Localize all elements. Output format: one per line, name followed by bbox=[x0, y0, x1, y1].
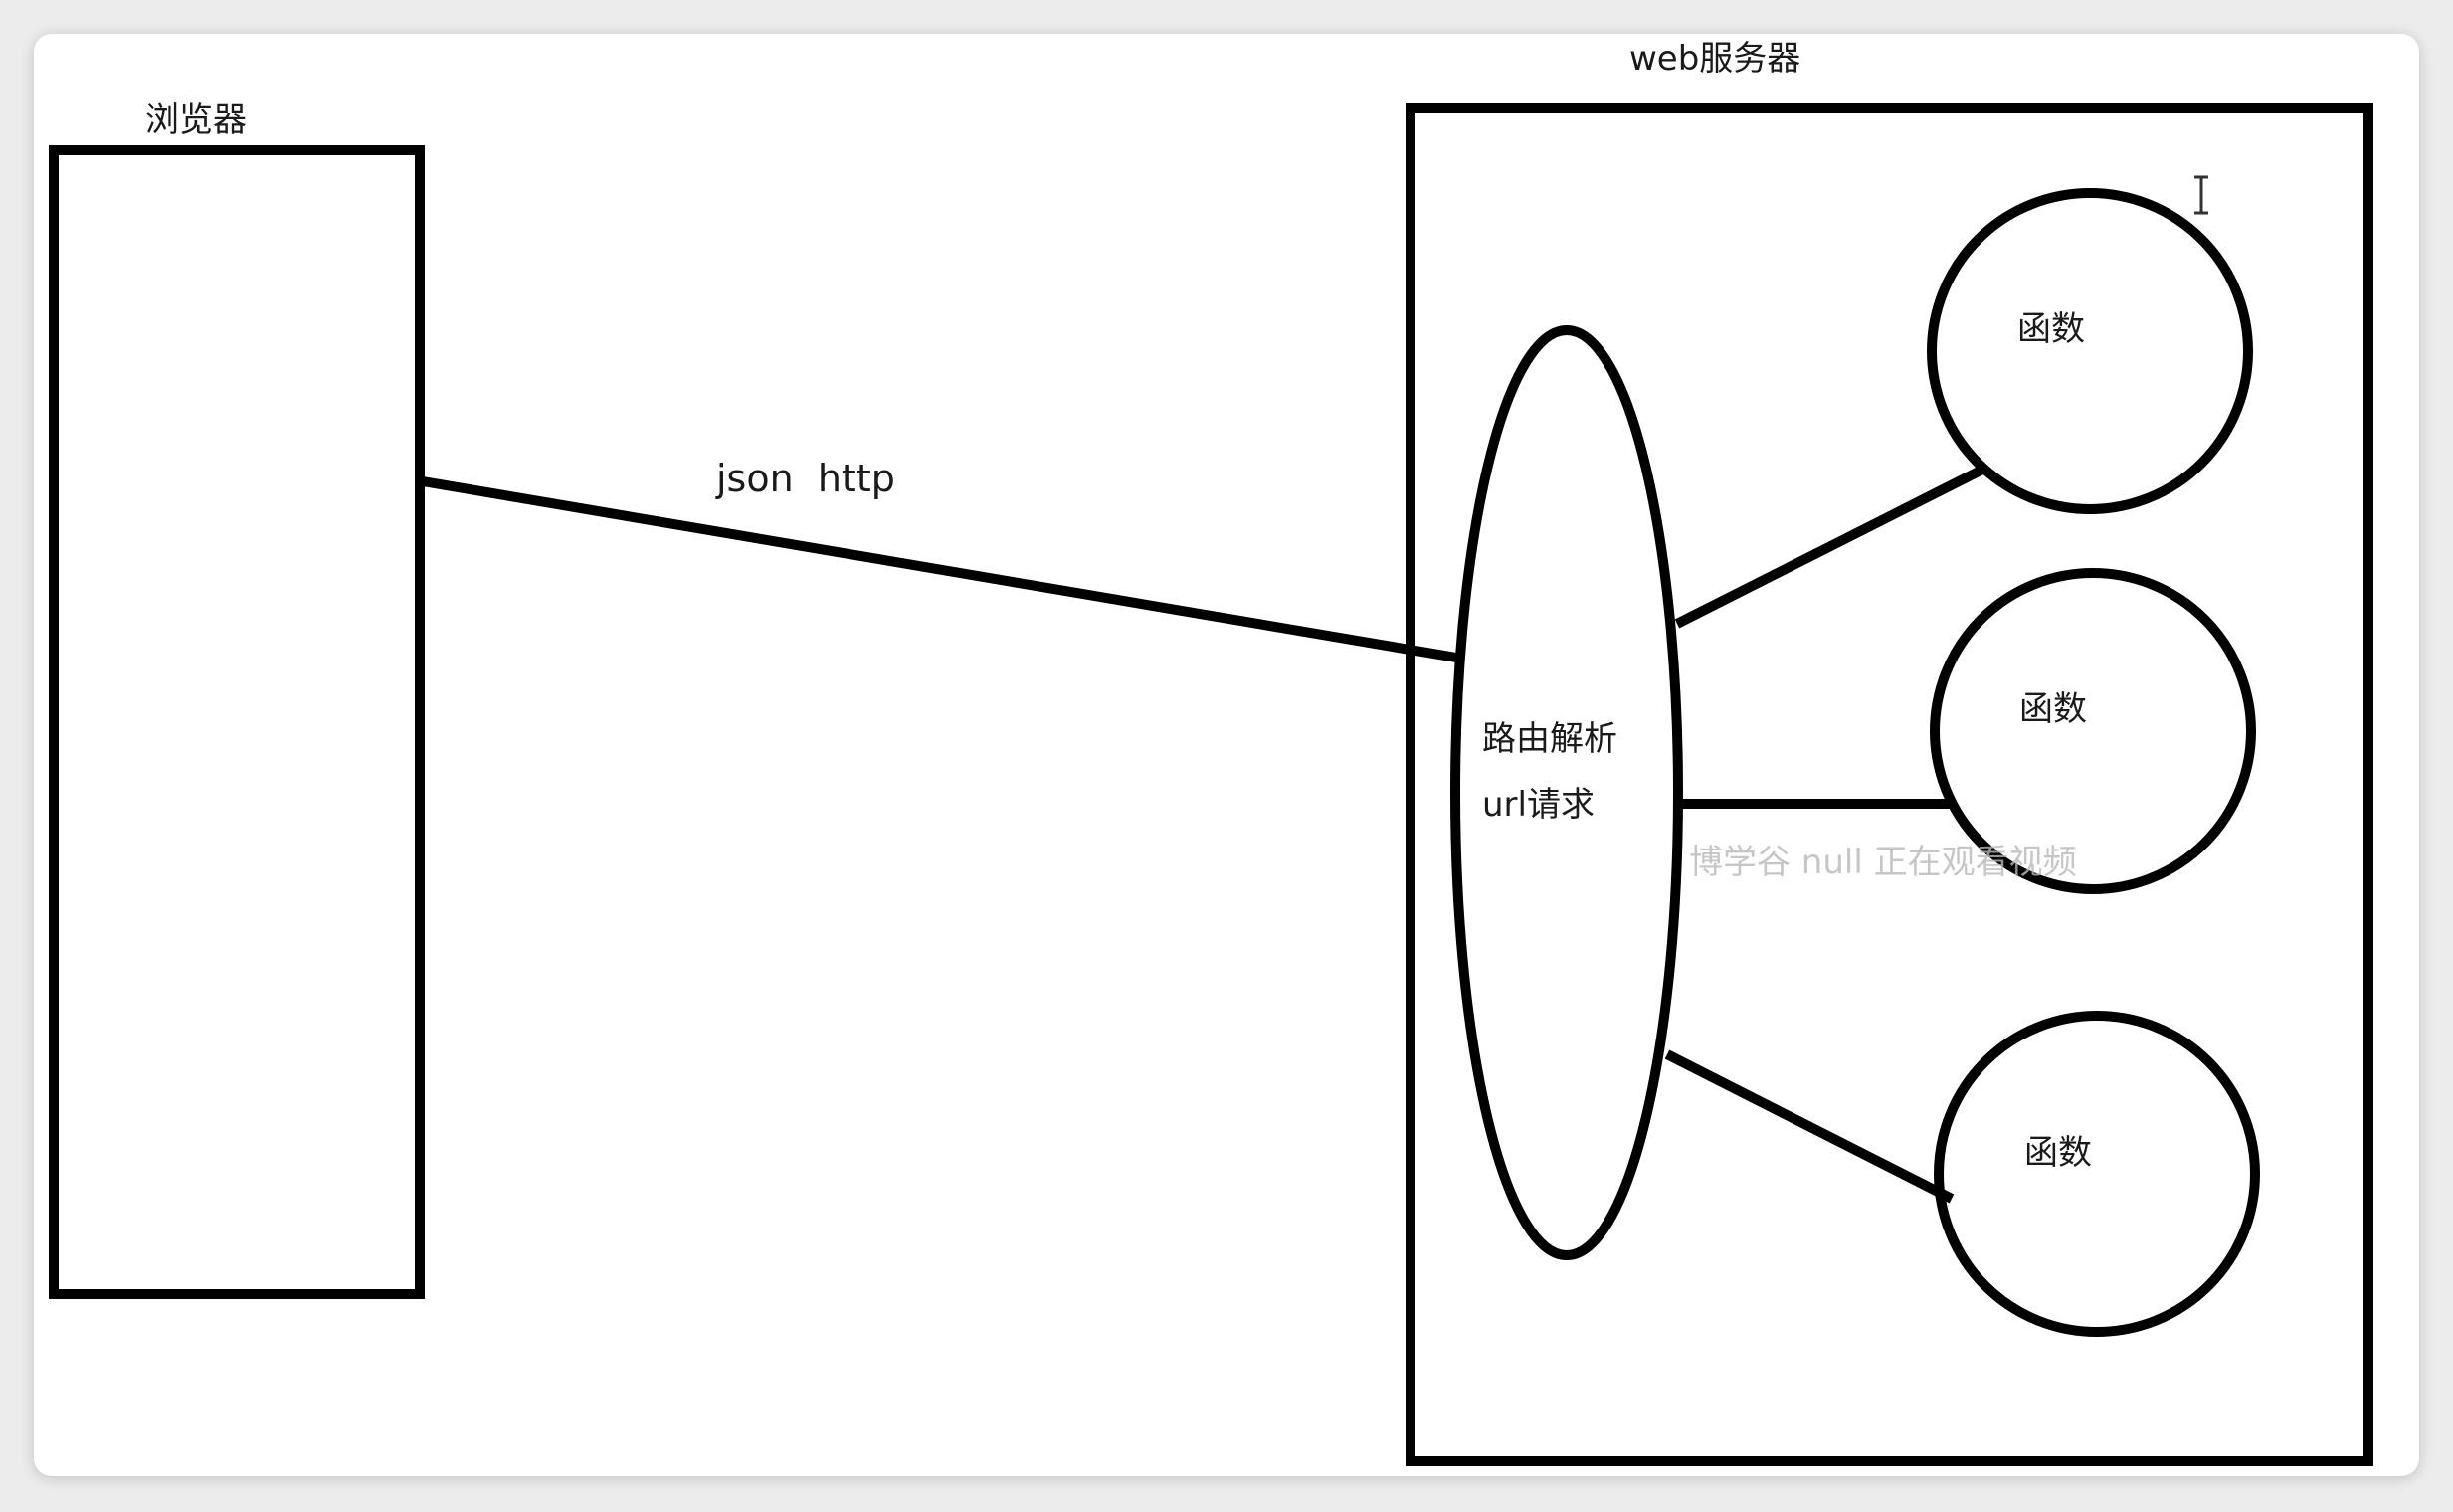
router-to-function-1-line bbox=[1674, 465, 1985, 629]
router-label-line1: 路由解析 bbox=[1482, 719, 1617, 759]
text-cursor-icon bbox=[2194, 175, 2208, 215]
function-label-1: 函数 bbox=[2017, 309, 2085, 349]
watermark-text: 博学谷 null 正在观看视频 bbox=[1689, 843, 2077, 882]
server-label: web服务器 bbox=[1629, 39, 1800, 79]
browser-label: 浏览器 bbox=[145, 100, 247, 140]
diagram-frame bbox=[34, 34, 2419, 1476]
router-to-function-3-line bbox=[1664, 1049, 1955, 1204]
function-circle-2 bbox=[1930, 568, 2256, 894]
server-box bbox=[1406, 103, 2373, 1466]
function-circle-1 bbox=[1927, 188, 2253, 514]
function-circle-3 bbox=[1934, 1011, 2260, 1337]
browser-box bbox=[49, 145, 425, 1299]
router-label-line2: url请求 bbox=[1482, 785, 1595, 825]
function-label-3: 函数 bbox=[2024, 1133, 2092, 1173]
router-ellipse bbox=[1450, 325, 1683, 1260]
connection-label: json http bbox=[715, 457, 895, 500]
function-label-2: 函数 bbox=[2019, 689, 2087, 729]
connection-line bbox=[422, 476, 1463, 663]
